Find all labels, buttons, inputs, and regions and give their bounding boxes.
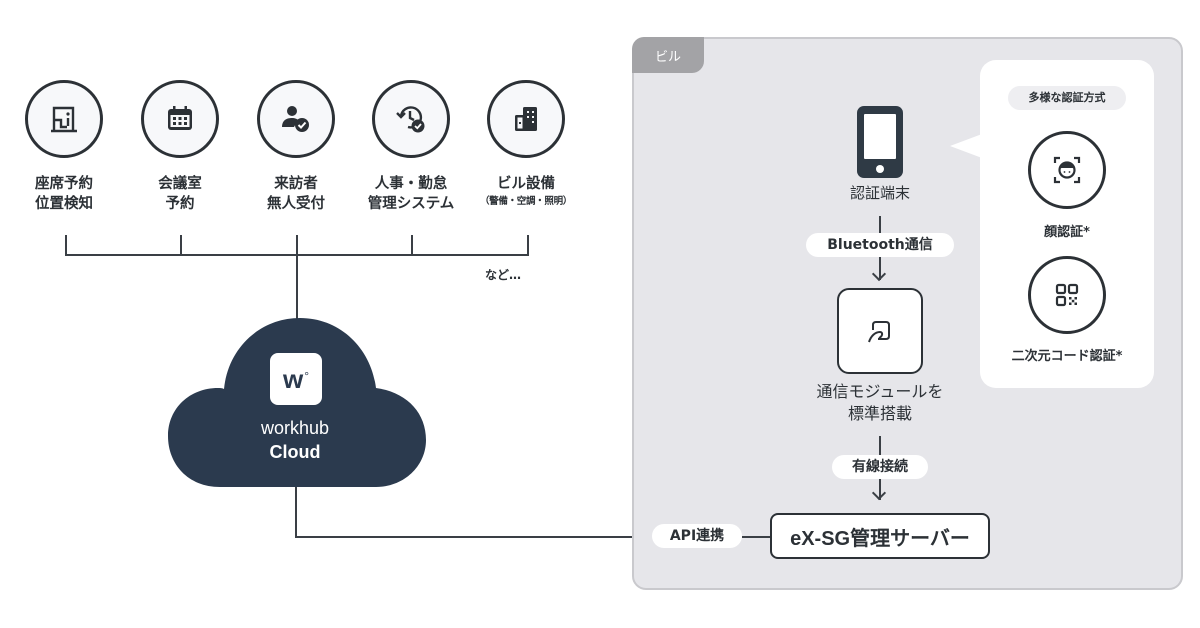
bracket-tick-3 bbox=[296, 235, 298, 255]
service-label: 座席予約位置検知 bbox=[35, 176, 93, 212]
auth-methods-title: 多様な認証方式 bbox=[1008, 86, 1126, 110]
bracket-tick-5 bbox=[527, 235, 529, 255]
service-meeting-room: 会議室予約 bbox=[125, 80, 235, 214]
module-label: 通信モジュールを 標準搭載 bbox=[816, 382, 944, 423]
qr-auth-label: 二次元コード認証* bbox=[1011, 349, 1123, 364]
wired-pill: 有線接続 bbox=[832, 455, 928, 479]
service-label: 人事・勤怠管理システム bbox=[367, 176, 455, 212]
smartphone-icon bbox=[857, 106, 903, 178]
communication-module bbox=[837, 288, 923, 374]
etc-label: など… bbox=[485, 268, 522, 282]
service-label: 会議室予約 bbox=[158, 176, 202, 212]
api-to-server-line bbox=[742, 536, 770, 538]
calendar-icon bbox=[141, 80, 219, 158]
api-pill: API連携 bbox=[652, 524, 742, 548]
service-building-facilities: ビル設備 （警備・空調・照明） bbox=[471, 80, 581, 210]
server-box: eX-SG管理サーバー bbox=[770, 513, 990, 559]
cloud-label: workhub Cloud bbox=[260, 418, 330, 462]
workhub-logo: w° bbox=[270, 353, 322, 405]
building-icon bbox=[487, 80, 565, 158]
device-label: 認証端末 bbox=[849, 184, 910, 202]
seat-icon bbox=[25, 80, 103, 158]
module-icon bbox=[868, 321, 890, 343]
service-label: ビル設備 （警備・空調・照明） bbox=[479, 176, 572, 207]
face-scan-icon bbox=[1028, 131, 1106, 209]
cloud-to-api-line bbox=[295, 536, 655, 538]
bracket-tick-1 bbox=[65, 235, 67, 255]
building-tab: ビル bbox=[632, 37, 704, 73]
bracket-tick-2 bbox=[180, 235, 182, 255]
bracket-tick-4 bbox=[411, 235, 413, 255]
service-visitor: 来訪者無人受付 bbox=[241, 80, 351, 214]
user-check-icon bbox=[257, 80, 335, 158]
service-hr: 人事・勤怠管理システム bbox=[356, 80, 466, 214]
bluetooth-pill: Bluetooth通信 bbox=[806, 233, 954, 257]
cloud-down-line bbox=[295, 480, 297, 537]
face-auth-label: 顔認証* bbox=[1044, 225, 1090, 240]
history-check-icon bbox=[372, 80, 450, 158]
bracket-to-cloud bbox=[296, 254, 298, 326]
callout-pointer bbox=[950, 134, 982, 158]
service-seat: 座席予約位置検知 bbox=[9, 80, 119, 214]
qr-code-icon bbox=[1028, 256, 1106, 334]
service-label: 来訪者無人受付 bbox=[267, 176, 325, 212]
